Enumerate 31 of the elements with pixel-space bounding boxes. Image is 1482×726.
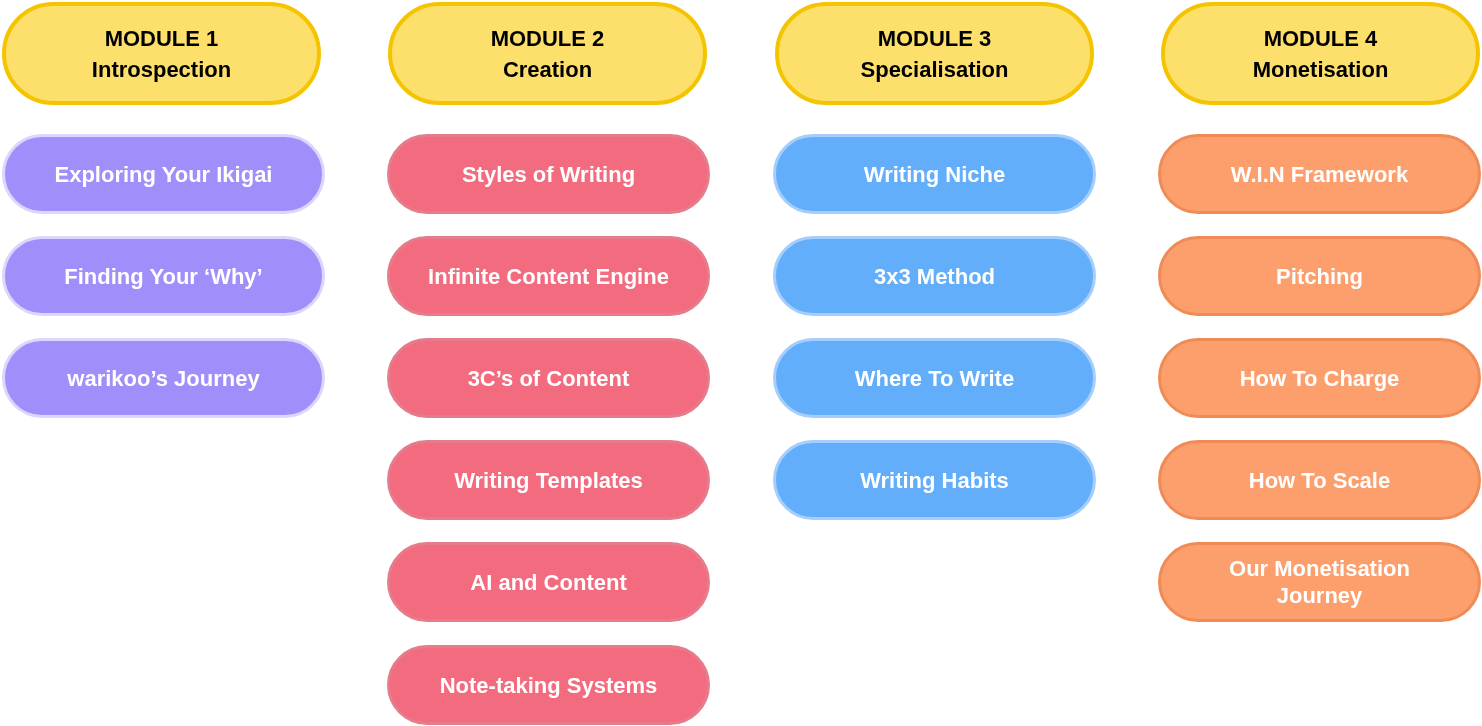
topic-pill <box>1158 440 1481 520</box>
topic-pill <box>1158 134 1481 214</box>
module-number: MODULE 3 <box>877 24 992 53</box>
topic-label: Styles of Writing <box>461 160 636 188</box>
module-title: Specialisation <box>860 55 1009 84</box>
module-title: Monetisation <box>1252 55 1389 84</box>
module-title: Introspection <box>91 55 232 84</box>
topic-label: How To Scale <box>1248 466 1391 494</box>
topic-pill <box>1158 236 1481 316</box>
topic-label: Writing Niche <box>863 160 1006 188</box>
topic-label: Pitching <box>1276 262 1363 290</box>
topic-label: How To Charge <box>1239 364 1400 392</box>
topic-label: 3C’s of Content <box>467 364 630 392</box>
module-number: MODULE 4 <box>1263 24 1378 53</box>
topic-label: 3x3 Method <box>874 262 995 290</box>
topic-pill <box>1158 542 1481 622</box>
topic-label: Our Monetisation Journey <box>1228 555 1411 609</box>
topic-label: Infinite Content Engine <box>428 262 669 290</box>
module-title: Creation <box>502 55 593 84</box>
topic-label: AI and Content <box>470 568 627 596</box>
topic-label: warikoo’s Journey <box>67 364 260 392</box>
topic-label: Writing Habits <box>860 466 1009 494</box>
topic-label: Finding Your ‘Why’ <box>64 262 263 290</box>
topic-label: Writing Templates <box>454 466 643 494</box>
topic-pill <box>1158 338 1481 418</box>
topic-label: Where To Write <box>854 364 1015 392</box>
module-number: MODULE 2 <box>490 24 605 53</box>
module-number: MODULE 1 <box>104 24 219 53</box>
topic-label: Note-taking Systems <box>439 671 658 699</box>
topic-label: Exploring Your Ikigai <box>54 160 273 188</box>
topic-label: W.I.N Framework <box>1230 160 1409 188</box>
